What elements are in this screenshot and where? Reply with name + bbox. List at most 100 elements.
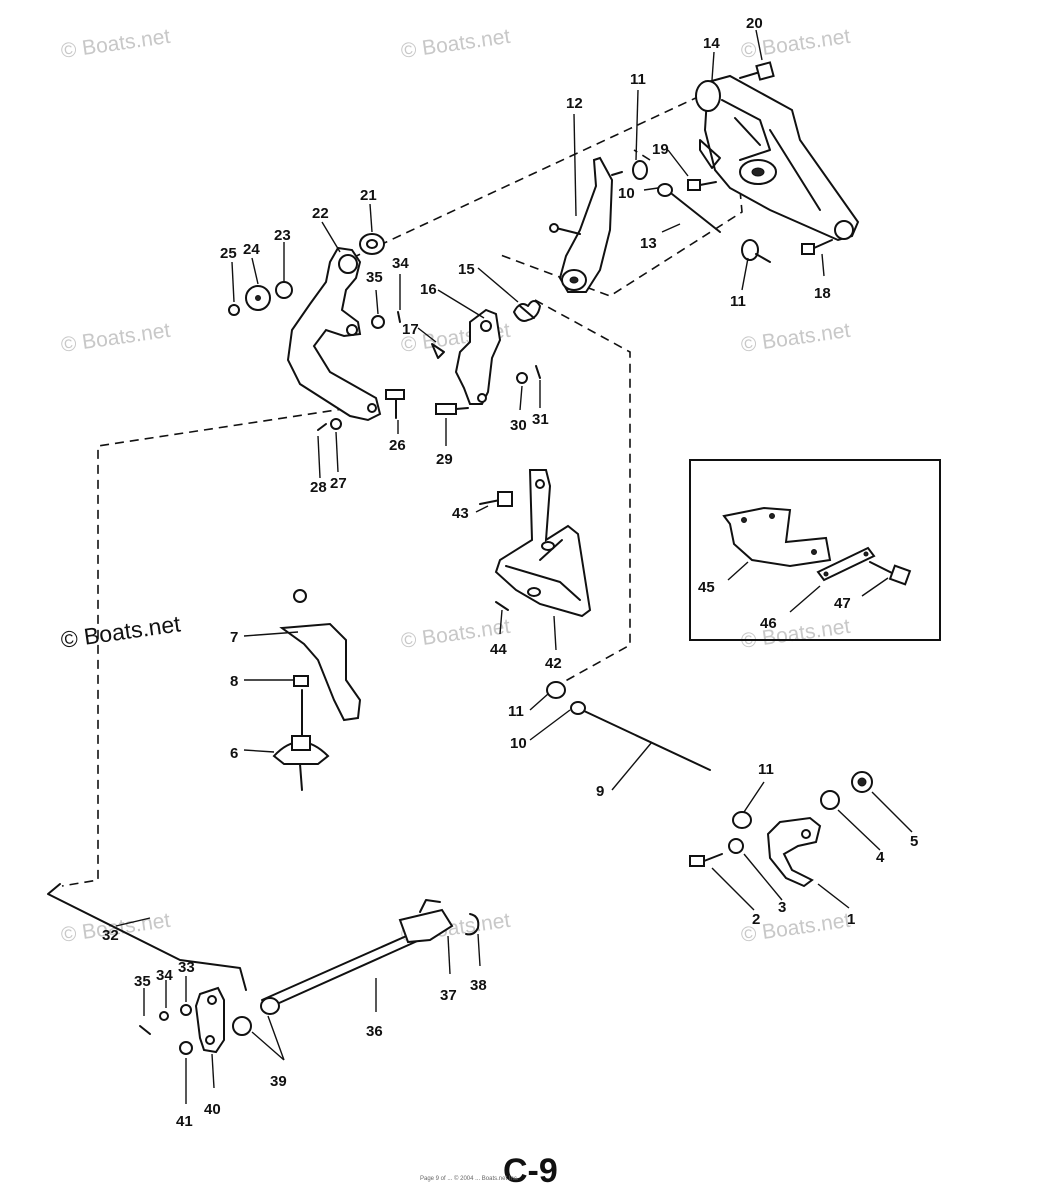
part-9-rod — [581, 709, 711, 771]
callout-3: 3 — [778, 899, 786, 916]
part-18-screw — [801, 239, 833, 255]
part-39-bushings — [232, 997, 280, 1036]
callout-30: 30 — [510, 417, 527, 434]
callout-23: 23 — [274, 227, 291, 244]
callout-40: 40 — [204, 1101, 221, 1118]
leader-lines — [115, 29, 913, 1104]
part-17-clip — [431, 343, 445, 359]
callout-41: 41 — [176, 1113, 193, 1130]
part-38-clip — [465, 913, 480, 936]
callout-5: 5 — [910, 833, 918, 850]
callout-28: 28 — [310, 479, 327, 496]
part-5-nut — [851, 771, 873, 793]
callout-15: 15 — [458, 261, 475, 278]
part-46-link — [816, 546, 876, 582]
callout-6: 6 — [230, 745, 238, 762]
part-10-nut-mid — [570, 701, 586, 715]
callout-32: 32 — [102, 927, 119, 944]
part-16-cam-lever — [454, 308, 502, 405]
callout-29: 29 — [436, 451, 453, 468]
callout-19: 19 — [652, 141, 669, 158]
part-42-shift-bracket — [494, 469, 592, 618]
part-6-mount — [272, 689, 330, 791]
callout-9: 9 — [596, 783, 604, 800]
callout-17: 17 — [402, 321, 419, 338]
callout-22: 22 — [312, 205, 329, 222]
part-1-cam-plate — [766, 816, 822, 888]
part-34-pin-top — [397, 311, 401, 323]
part-40-lever — [194, 986, 225, 1054]
part-3-washer — [728, 838, 744, 854]
callout-38: 38 — [470, 977, 487, 994]
callout-4: 4 — [876, 849, 885, 866]
callout-43: 43 — [452, 505, 469, 522]
watermark: © Boats.net — [739, 319, 851, 357]
watermark: © Boats.net — [59, 319, 171, 357]
part-41-nut — [179, 1041, 193, 1055]
callout-20: 20 — [746, 15, 763, 32]
callout-44: 44 — [490, 641, 507, 658]
callout-11-top: 11 — [630, 71, 646, 88]
part-12-throttle-lever — [549, 156, 623, 293]
watermark: © Boats.net — [59, 610, 183, 653]
callout-34-low: 34 — [156, 967, 173, 984]
part-35-washer-top — [371, 315, 385, 329]
callout-2: 2 — [752, 911, 760, 928]
callout-18: 18 — [814, 285, 831, 302]
part-15-spring — [513, 300, 541, 322]
assembly-dashed-lines — [61, 95, 743, 887]
callout-33: 33 — [178, 959, 195, 976]
callout-26: 26 — [389, 437, 406, 454]
watermark: © Boats.net — [59, 25, 171, 63]
callout-25: 25 — [220, 245, 237, 262]
callout-10-top: 10 — [618, 185, 635, 202]
part-45-bracket — [722, 506, 832, 568]
part-30-washer — [516, 372, 528, 384]
part-47-bolt — [869, 561, 912, 586]
callout-24: 24 — [243, 241, 260, 258]
part-44-clip — [495, 601, 509, 611]
callout-numbers: 1 2 3 4 5 6 7 8 9 10 10 11 11 11 11 12 1… — [102, 15, 918, 1130]
callout-39: 39 — [270, 1073, 287, 1090]
callout-46: 46 — [760, 615, 777, 632]
callout-8: 8 — [230, 673, 238, 690]
part-26-pin — [385, 389, 405, 419]
callout-13: 13 — [640, 235, 657, 252]
watermark: © Boats.net — [399, 25, 511, 63]
part-37-shift-lever — [398, 899, 454, 944]
part-23-bushing — [275, 281, 293, 299]
part-28-cotter — [317, 423, 327, 431]
callout-47: 47 — [834, 595, 851, 612]
part-7-bracket — [279, 589, 362, 722]
part-35-cotter-low — [139, 1025, 151, 1035]
part-36-shift-shaft — [261, 929, 425, 1009]
part-8-nut — [293, 675, 309, 687]
callout-14: 14 — [703, 35, 720, 52]
callout-7: 7 — [230, 629, 238, 646]
part-33-nut — [180, 1004, 192, 1016]
part-31-pin — [535, 365, 541, 379]
callout-1: 1 — [847, 911, 855, 928]
callout-35-low: 35 — [134, 973, 151, 990]
callout-27: 27 — [330, 475, 347, 492]
callout-34-top: 34 — [392, 255, 409, 272]
part-25-nut — [228, 304, 240, 316]
part-22-lever-plate — [286, 246, 382, 422]
part-21-washer — [359, 233, 385, 255]
callout-45: 45 — [698, 579, 715, 596]
part-20-bolt — [739, 61, 775, 81]
part-32-shift-rod — [47, 883, 247, 991]
part-29-pin — [435, 403, 469, 415]
part-24-washer — [245, 285, 271, 311]
callout-37: 37 — [440, 987, 457, 1004]
watermark: © Boats.net — [739, 615, 851, 653]
part-34-washer-low — [159, 1011, 169, 1021]
callout-11-mid: 11 — [508, 703, 524, 720]
part-13-link-rod — [657, 183, 721, 233]
footer-note: Page 9 of ... © 2004 ... Boats.net Inc. — [420, 1175, 519, 1182]
callout-11-lower: 11 — [758, 761, 774, 778]
page-label: C-9 — [503, 1152, 558, 1190]
part-11-ball-joint-mid — [546, 681, 752, 829]
callout-42: 42 — [545, 655, 562, 672]
